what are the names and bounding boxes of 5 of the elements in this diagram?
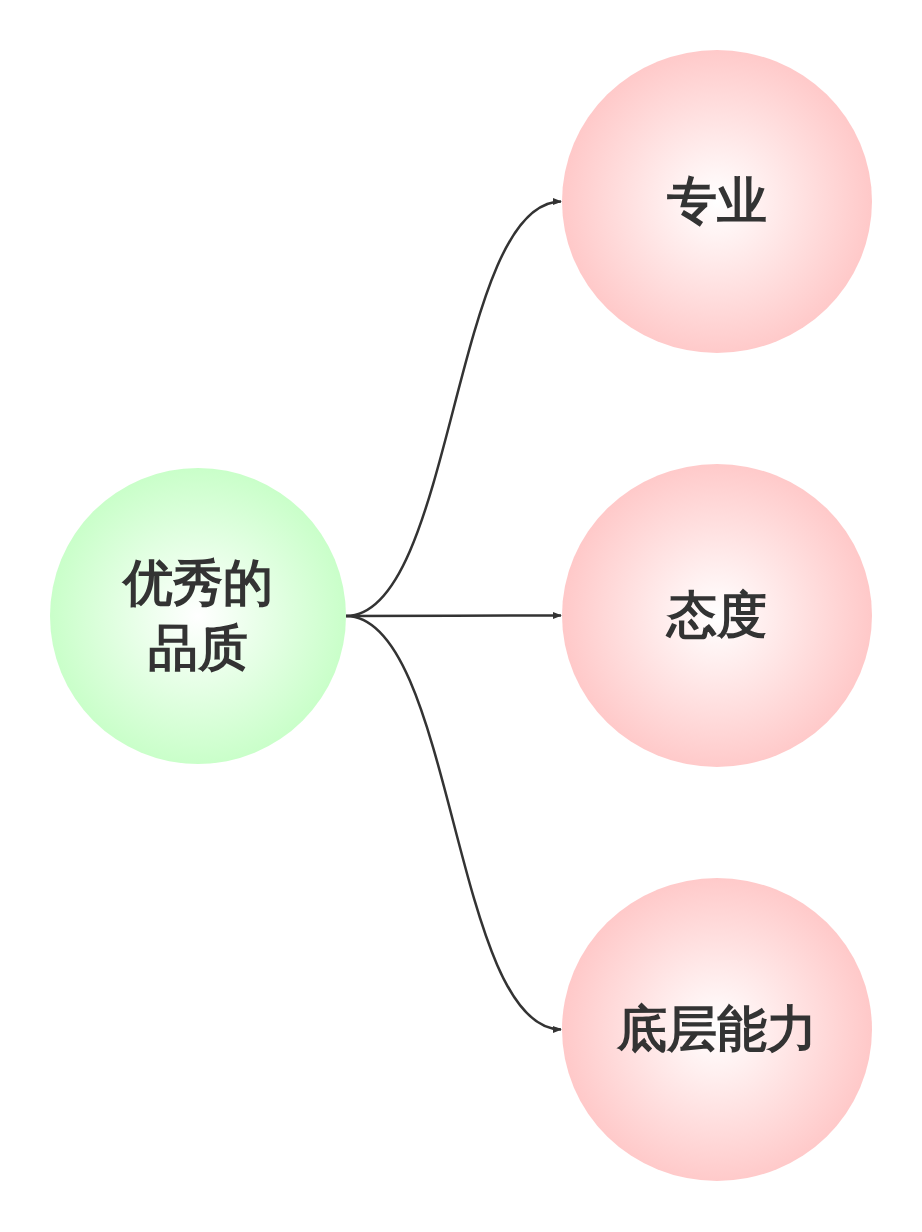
node-label: 优秀的品质 [121, 553, 274, 679]
node-label: 专业 [667, 171, 767, 232]
node-label: 态度 [667, 585, 767, 646]
arrow [345, 614, 562, 1031]
node-label: 底层能力 [617, 999, 817, 1060]
